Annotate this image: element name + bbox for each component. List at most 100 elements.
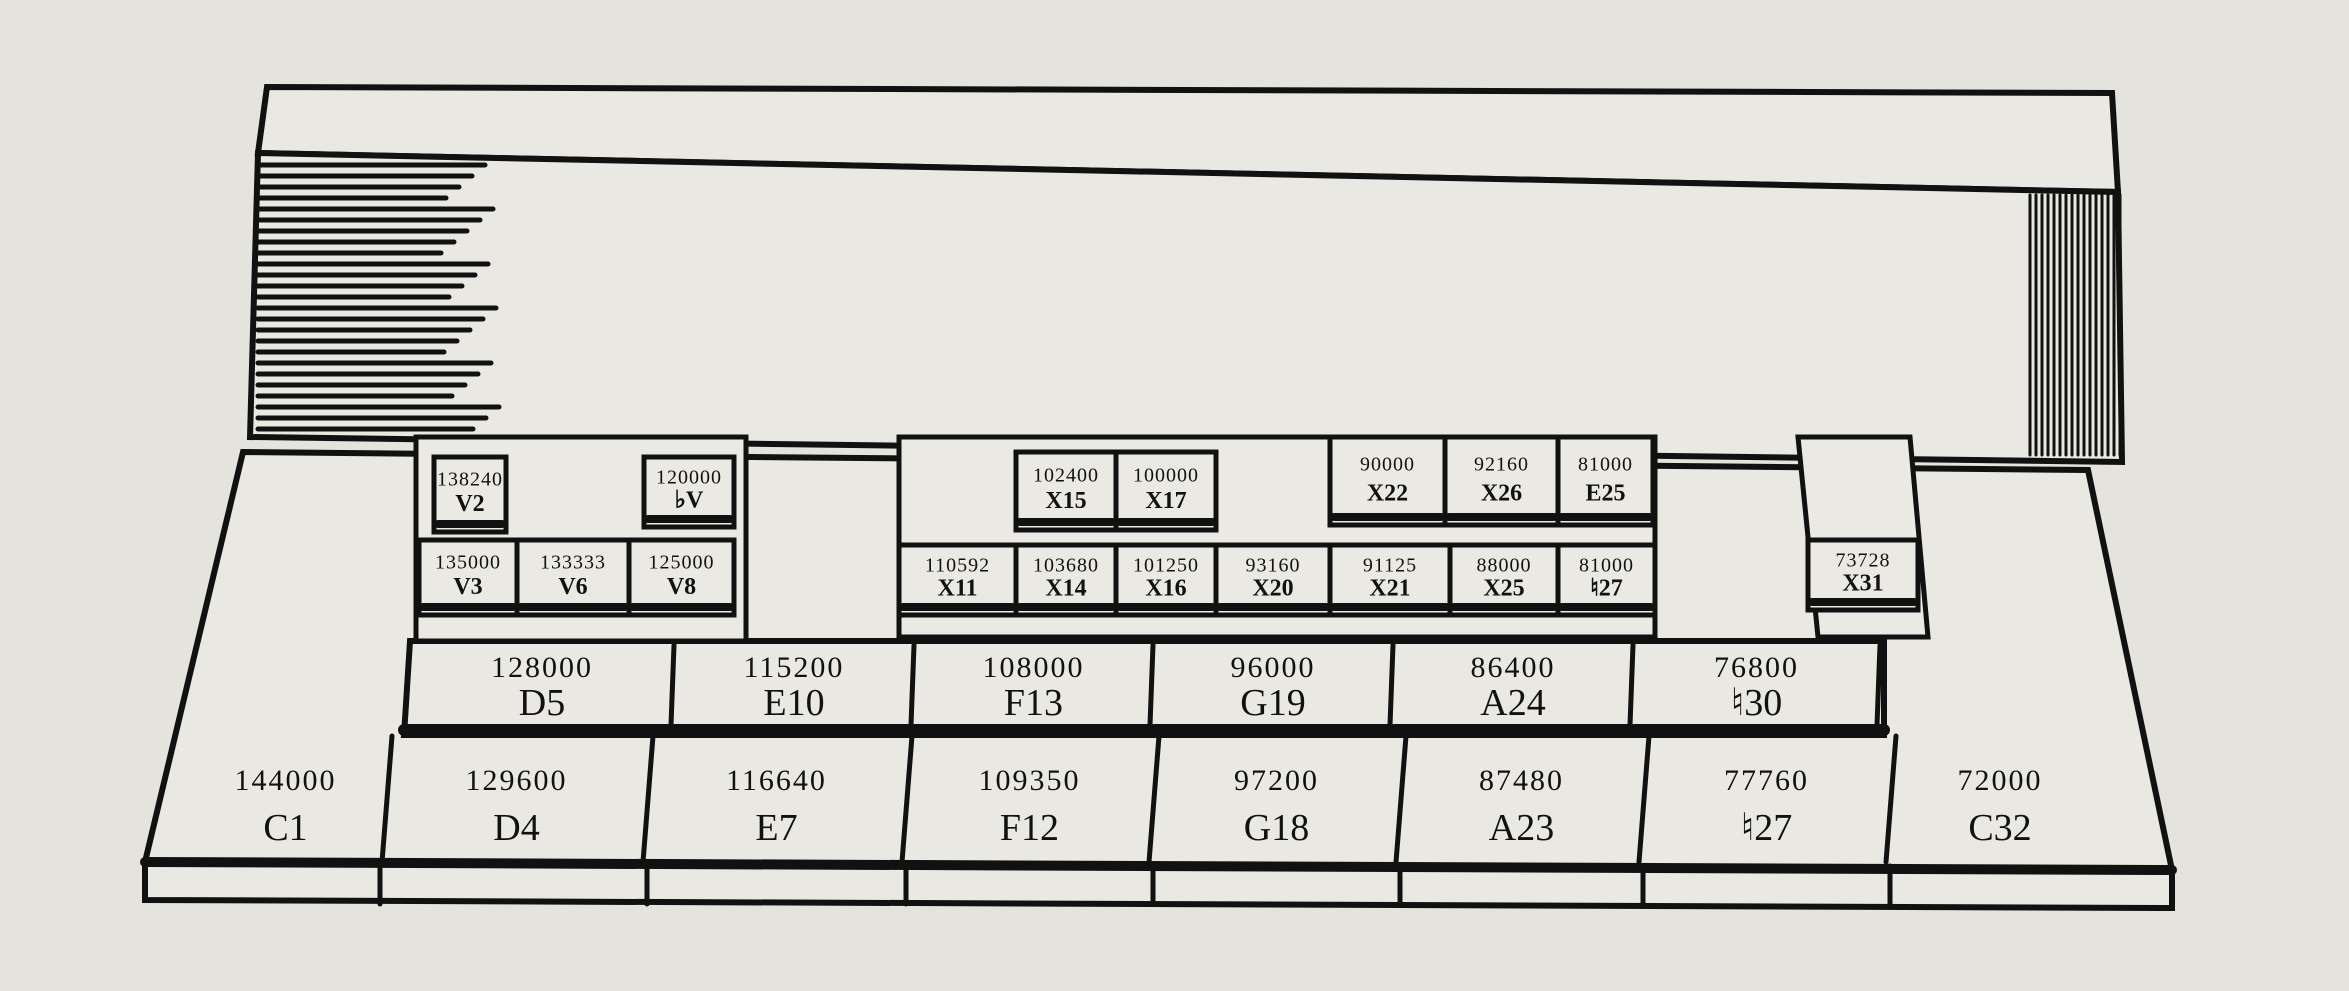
key-name: A24 [1480,682,1545,724]
key-name: G18 [1244,807,1309,849]
key-name: X11 [937,575,977,601]
key-ratio: 90000 [1360,453,1415,475]
back-rail-front [246,149,2126,466]
key-name: X25 [1483,575,1524,601]
key-ratio: 128000 [491,651,593,684]
key-ratio: 96000 [1231,651,1316,684]
key-ratio: 91125 [1363,555,1417,577]
key-divider [1147,642,1156,728]
key-ratio: 73728 [1836,550,1891,572]
key-ratio: 100000 [1133,465,1199,487]
key-ratio: 86400 [1471,651,1556,684]
key-ratio: 133333 [540,552,606,574]
key-ratio: 115200 [744,651,845,684]
key-name: D5 [519,682,565,724]
key-divider [379,733,395,865]
key-divider [899,733,915,865]
key-ratio: 101250 [1133,555,1199,577]
key-name: F12 [1000,807,1059,849]
raised-key-face [626,537,737,618]
key-divider [1393,733,1409,865]
key-name: X15 [1045,488,1086,514]
key-name: V8 [667,574,696,600]
key-name: F13 [1004,682,1063,724]
key-divider [668,642,677,728]
raised-key-face [416,537,520,618]
key-name: X31 [1842,570,1883,596]
key-name: ♮27 [1741,807,1793,849]
key-name: C32 [1968,807,2031,849]
key-divider [1883,733,1899,865]
key-name: E10 [763,682,824,724]
key-ratio: 120000 [656,467,722,489]
key-ratio: 110592 [925,555,990,577]
upper-key-♮30[interactable]: 76800♮30 [1714,651,1799,724]
key-ratio: 93160 [1246,555,1301,577]
key-name: G19 [1240,682,1305,724]
key-ratio: 144000 [235,764,337,797]
key-name: X17 [1145,488,1186,514]
key-ratio: 76800 [1714,651,1799,684]
key-name: X21 [1369,575,1410,601]
key-ratio: 72000 [1958,764,2043,797]
key-name: X22 [1367,480,1408,506]
raised-key-face [1013,449,1119,533]
key-ratio: 77760 [1724,764,1809,797]
raised-key-♭V[interactable]: 120000♭V [641,454,737,530]
key-divider [1146,733,1162,865]
key-divider [1387,642,1396,728]
key-ratio: 97200 [1234,764,1319,797]
key-divider [908,642,917,728]
key-name: ♮30 [1731,682,1783,724]
key-ratio: 81000 [1579,555,1634,577]
raised-key-♮27[interactable]: 81000♮27 [1555,542,1658,618]
key-name: C1 [263,807,307,849]
key-ratio: 81000 [1578,453,1633,475]
key-name: A23 [1489,807,1554,849]
raised-key-face [1113,449,1219,533]
key-ratio: 87480 [1479,764,1564,797]
key-divider [1874,642,1883,728]
key-name: X26 [1481,480,1522,506]
raised-key-face [1555,434,1656,528]
key-name: V2 [455,491,484,517]
key-name: X16 [1145,575,1186,601]
key-divider [640,733,656,865]
key-name: V3 [453,574,482,600]
key-ratio: 135000 [435,552,501,574]
key-ratio: 88000 [1477,555,1532,577]
key-ratio: 108000 [983,651,1085,684]
key-name: D4 [493,807,539,849]
key-ratio: 116640 [726,764,827,797]
key-divider [1627,642,1636,728]
natural-key-♮27[interactable]: 77760 ♮27 [1724,764,1809,849]
